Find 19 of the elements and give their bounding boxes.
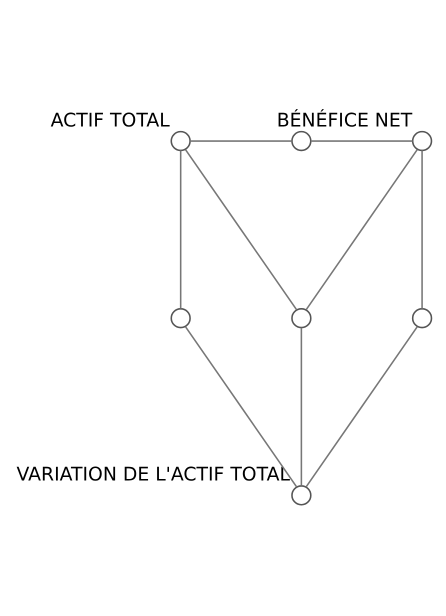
node-circle (291, 308, 312, 328)
connector (421, 150, 423, 309)
connector (310, 140, 413, 142)
node-label: ACTIF TOTAL (50, 110, 170, 132)
connector (184, 326, 297, 487)
connector (306, 149, 418, 310)
node-circle (412, 130, 432, 152)
connector (300, 328, 302, 486)
connector (190, 140, 292, 142)
node-circle (291, 485, 312, 506)
connector (180, 150, 182, 309)
node-label: BÉNÉFICE NET (276, 110, 412, 132)
node-circle (170, 130, 191, 152)
connector (184, 149, 297, 310)
node-label: VARIATION DE L'ACTIF TOTAL (16, 464, 290, 486)
node-circle (170, 308, 191, 328)
connector (306, 326, 418, 487)
node-circle (291, 130, 312, 152)
node-circle (412, 308, 432, 328)
